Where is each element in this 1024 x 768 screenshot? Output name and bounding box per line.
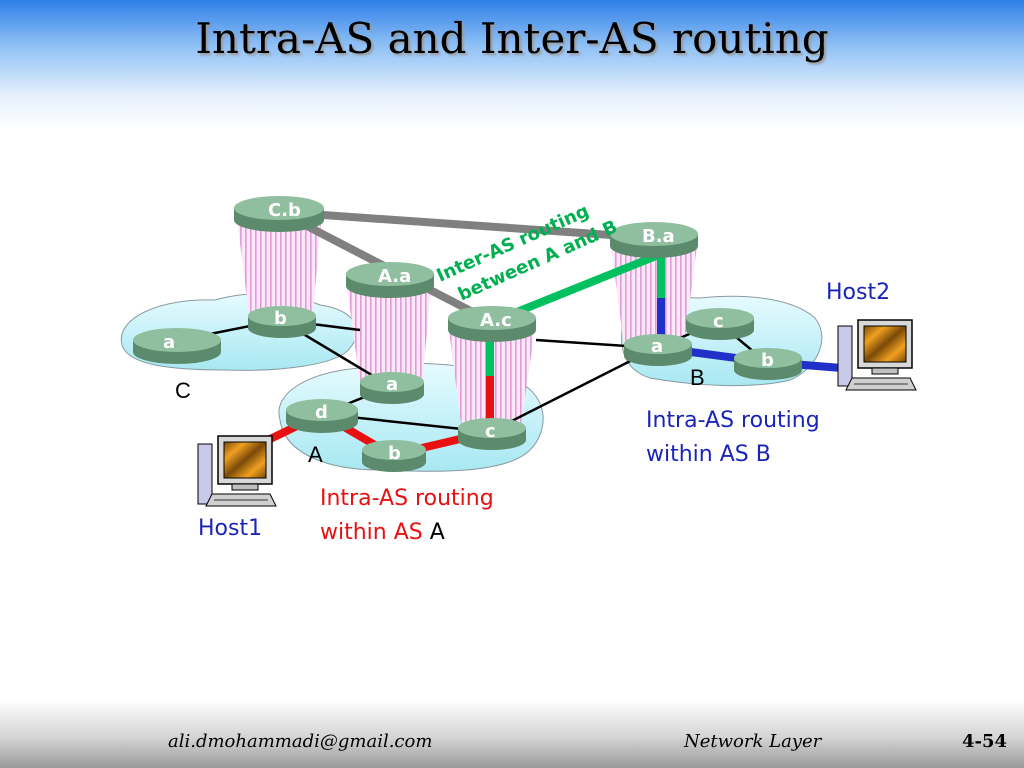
- host2-computer-icon[interactable]: [837, 319, 917, 391]
- footer-background: [0, 700, 1024, 768]
- router-b-c-label: c: [713, 311, 724, 332]
- gateway-cb-column: [236, 212, 322, 322]
- host2-label: Host2: [826, 280, 891, 305]
- router-a-d[interactable]: d: [286, 399, 358, 433]
- intra-b-caption-line2: within AS B: [646, 442, 771, 467]
- inter-link-cb-ba: [279, 208, 655, 242]
- router-aa-label: A.a: [378, 266, 411, 287]
- intra-b-caption-line1: Intra-AS routing: [646, 408, 820, 433]
- router-ba-label: B.a: [642, 226, 675, 247]
- router-ac[interactable]: A.c: [448, 306, 536, 342]
- router-ac-label: A.c: [480, 310, 512, 331]
- router-b-b[interactable]: b: [734, 348, 802, 380]
- router-a-b[interactable]: b: [362, 440, 426, 472]
- router-c-a[interactable]: a: [133, 328, 221, 364]
- router-aa[interactable]: A.a: [346, 262, 434, 298]
- router-cb-label: C.b: [268, 200, 301, 221]
- host1-label: Host1: [198, 516, 263, 541]
- title-background: [0, 0, 1024, 130]
- router-a-a-label: a: [386, 374, 398, 395]
- intra-a-caption-line1: Intra-AS routing: [320, 486, 494, 511]
- inter-as-annotation: Inter-AS routing between A and B: [433, 201, 620, 306]
- footer-page-number: 4-54: [962, 731, 1008, 752]
- router-b-a[interactable]: a: [624, 334, 692, 366]
- as-a-label: A: [308, 442, 323, 467]
- as-b-label: B: [690, 365, 705, 390]
- intra-a-caption-line2: within AS A: [320, 516, 494, 550]
- router-b-b-label: b: [761, 350, 774, 371]
- router-cb[interactable]: C.b: [234, 196, 324, 232]
- footer-topic: Network Layer: [684, 731, 822, 752]
- host1-computer-icon[interactable]: [197, 435, 277, 507]
- footer-email: ali.dmohammadi@gmail.com: [168, 731, 433, 752]
- gateway-aa-column: [346, 278, 432, 385]
- router-a-c-label: c: [485, 421, 496, 442]
- intra-b-route: [657, 298, 843, 372]
- router-c-b[interactable]: b: [248, 306, 316, 338]
- router-b-a-label: a: [651, 336, 663, 357]
- as-c-label: C: [175, 378, 191, 403]
- intra-a-caption-as: A: [429, 520, 445, 545]
- router-a-b-label: b: [388, 443, 401, 464]
- slide-title: Intra-AS and Inter-AS routing: [195, 14, 829, 63]
- intra-a-caption: Intra-AS routing within AS A: [320, 482, 494, 550]
- router-c-b-label: b: [274, 308, 287, 329]
- router-a-c[interactable]: c: [458, 418, 526, 450]
- intra-a-caption-prefix: within AS: [320, 520, 430, 545]
- router-a-d-label: d: [315, 402, 328, 423]
- router-a-a[interactable]: a: [360, 372, 424, 404]
- router-c-a-label: a: [163, 332, 175, 353]
- router-b-c[interactable]: c: [686, 308, 754, 340]
- intra-b-caption: Intra-AS routing within AS B: [646, 404, 820, 472]
- router-ba[interactable]: B.a: [610, 222, 698, 258]
